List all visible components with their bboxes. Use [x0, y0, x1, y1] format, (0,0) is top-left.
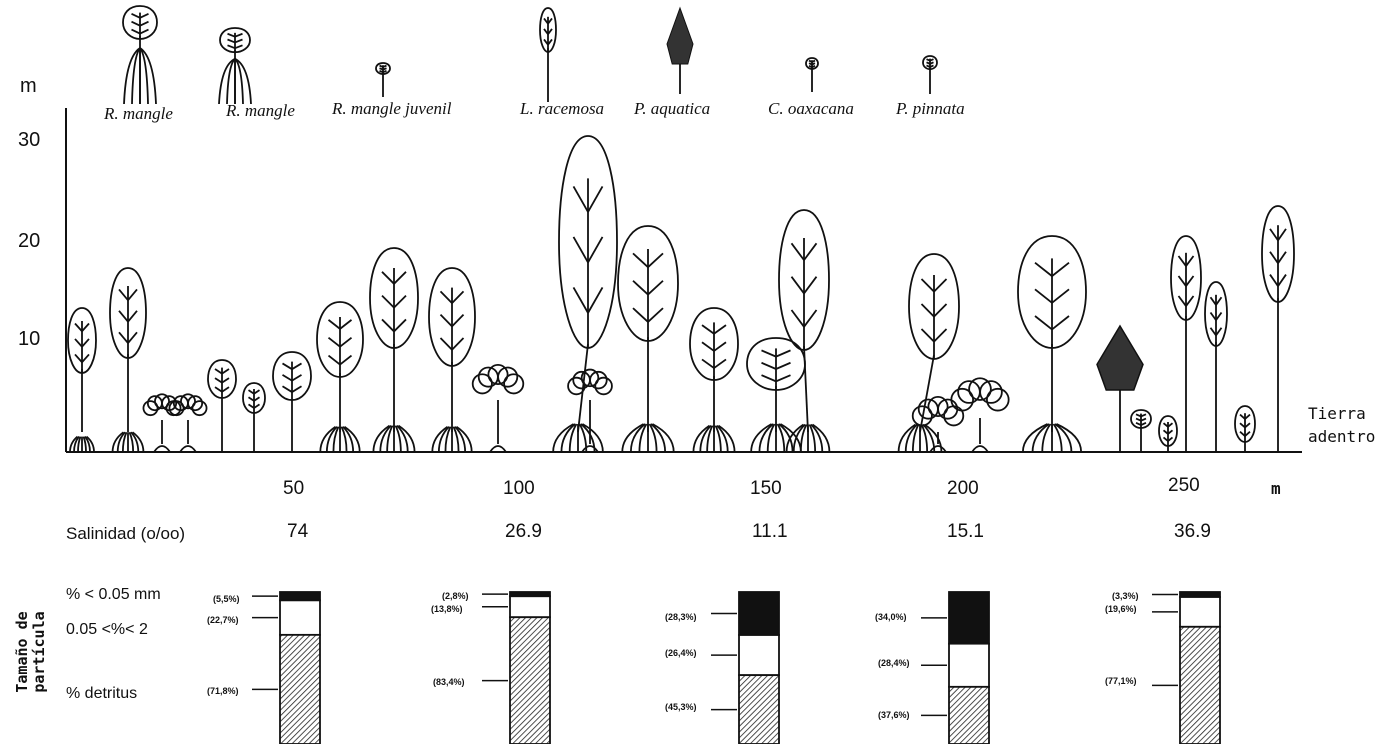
legend-label-r-mangle: R. mangle — [104, 104, 173, 124]
pct-150-fine: (28,3%) — [665, 612, 697, 622]
mangrove-tree-6 — [553, 136, 617, 452]
legend-label-r-mangle-juvenil: R. mangle juvenil — [332, 99, 451, 119]
juvenile-mangrove-6 — [951, 378, 1008, 452]
pct-50-medium: (22,7%) — [207, 615, 239, 625]
c-oaxacana-tree-1 — [208, 360, 236, 452]
mangrove-tree-4 — [370, 248, 418, 452]
legend-label-c-oaxacana: C. oaxacana — [768, 99, 854, 119]
x-tick-50: 50 — [283, 478, 304, 500]
legend-label-r-mangle-2: R. mangle — [226, 101, 295, 121]
mangrove-tree-7 — [618, 226, 678, 452]
x-tick-200: 200 — [947, 478, 979, 500]
pct-100-medium: (13,8%) — [431, 604, 463, 614]
mangrove-tree-1 — [68, 308, 96, 452]
red-mangrove-leaning-icon — [219, 28, 251, 104]
pachira-icon — [667, 8, 693, 94]
salinity-value-50: 74 — [287, 521, 308, 543]
c-oaxacana-tree-3 — [1131, 410, 1151, 452]
bar-segment-medium — [1180, 597, 1220, 627]
x-tick-150: 150 — [750, 478, 782, 500]
y-tick-10: 10 — [18, 328, 40, 351]
pct-200-detritus: (37,6%) — [878, 710, 910, 720]
juvenile-mangrove-icon — [376, 63, 390, 97]
bar-segment-detritus — [510, 617, 550, 744]
white-mangrove-icon — [540, 8, 556, 102]
bar-segment-medium — [280, 600, 320, 635]
bar-segment-detritus — [739, 675, 779, 744]
mangrove-tree-13 — [1171, 236, 1201, 452]
legend-label-l-racemosa: L. racemosa — [520, 99, 604, 119]
mangrove-tree-12 — [1018, 236, 1086, 452]
red-mangrove-icon — [123, 6, 157, 104]
pct-50-detritus: (71,8%) — [207, 686, 239, 696]
c-oaxacana-tree-2 — [243, 383, 265, 452]
salinity-value-100: 26.9 — [505, 521, 542, 543]
x-tick-100: 100 — [503, 478, 535, 500]
bar-segment-fine — [949, 592, 989, 644]
legend-label-p-aquatica: P. aquatica — [634, 99, 710, 119]
particle-size-axis-label-2: partícula — [31, 592, 48, 712]
juvenile-mangrove-3 — [473, 365, 524, 452]
pct-150-medium: (26,4%) — [665, 648, 697, 658]
mangrove-tree-2 — [110, 268, 146, 452]
pct-150-detritus: (45,3%) — [665, 702, 697, 712]
particle-size-axis-label: Tamaño de partícula — [14, 592, 48, 712]
p-aquatica-tree — [1097, 326, 1143, 452]
salinity-value-250: 36.9 — [1174, 521, 1211, 543]
row-label-fine: % < 0.05 mm — [66, 586, 161, 604]
bar-segment-fine — [739, 592, 779, 635]
salinity-label: Salinidad (o/oo) — [66, 524, 185, 544]
mangrove-tree-8 — [690, 308, 738, 452]
particle-bar-3 — [711, 592, 779, 744]
bar-segment-detritus — [1180, 627, 1220, 744]
bar-segment-medium — [949, 644, 989, 687]
y-tick-30: 30 — [18, 129, 40, 152]
x-axis-unit: m — [1271, 479, 1281, 498]
pct-100-fine: (2,8%) — [442, 591, 469, 601]
inland-label-line-2: adentro — [1308, 427, 1375, 446]
pct-250-medium: (19,6%) — [1105, 604, 1137, 614]
row-label-medium: 0.05 <%< 2 — [66, 621, 148, 639]
mangrove-tree-14 — [1205, 282, 1227, 452]
salinity-value-200: 15.1 — [947, 521, 984, 543]
particle-bar-2 — [482, 592, 550, 744]
legend-label-p-pinnata: P. pinnata — [896, 99, 965, 119]
row-label-detritus: % detritus — [66, 685, 137, 703]
mangrove-tree-15 — [1262, 206, 1294, 452]
mangrove-tree-3 — [317, 302, 363, 452]
bar-segment-detritus — [280, 635, 320, 744]
mangrove-tree-small-1 — [273, 352, 311, 452]
p-pinnata-tree-1 — [1159, 416, 1177, 452]
salinity-value-150: 11.1 — [752, 521, 788, 543]
y-axis-unit: m — [20, 75, 37, 98]
c-oaxacana-icon — [806, 58, 818, 92]
juvenile-mangrove-1 — [143, 394, 180, 452]
pct-100-detritus: (83,4%) — [433, 677, 465, 687]
bar-segment-medium — [510, 596, 550, 617]
mangrove-tree-10 — [779, 210, 829, 452]
particle-bar-5 — [1152, 592, 1220, 744]
mangrove-tree-9 — [747, 338, 805, 452]
inland-label-line-1: Tierra — [1308, 404, 1366, 423]
pct-200-medium: (28,4%) — [878, 658, 910, 668]
pct-250-detritus: (77,1%) — [1105, 676, 1137, 686]
p-pinnata-tree-2 — [1235, 406, 1255, 452]
bar-segment-medium — [739, 635, 779, 675]
pct-250-fine: (3,3%) — [1112, 591, 1139, 601]
juvenile-mangrove-2 — [169, 394, 206, 452]
y-tick-20: 20 — [18, 230, 40, 253]
pct-50-fine: (5,5%) — [213, 594, 240, 604]
x-tick-250: 250 — [1168, 475, 1200, 497]
particle-bar-4 — [921, 592, 989, 744]
bar-segment-fine — [280, 592, 320, 600]
bar-segment-detritus — [949, 687, 989, 744]
particle-bar-1 — [252, 592, 320, 744]
p-pinnata-icon — [923, 56, 937, 94]
pct-200-fine: (34,0%) — [875, 612, 907, 622]
juvenile-mangrove-4 — [568, 370, 612, 452]
particle-size-axis-label-1: Tamaño de — [14, 592, 31, 712]
mangrove-tree-5 — [429, 268, 475, 452]
